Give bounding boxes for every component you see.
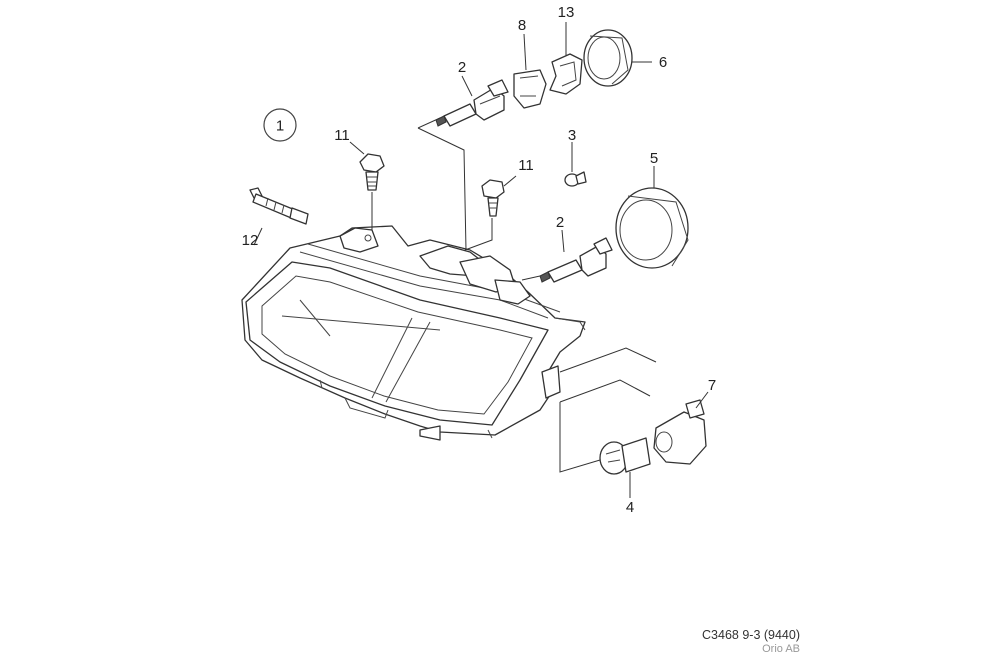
drawing-code: C3468 9-3 (9440) <box>702 628 800 642</box>
part-1-reference: 1 <box>263 108 297 142</box>
part-11-screw-left: 11 <box>334 127 385 230</box>
callout-13: 13 <box>558 4 575 21</box>
drawing-caption: C3468 9-3 (9440) Orio AB <box>640 628 800 655</box>
callout-8: 8 <box>518 17 526 34</box>
part-5-cover: 5 <box>615 150 689 269</box>
part-13-retainer: 13 <box>549 4 583 95</box>
callout-5: 5 <box>650 150 658 167</box>
part-6-cover: 6 <box>583 29 667 87</box>
callout-11-right: 11 <box>518 157 534 174</box>
callout-7: 7 <box>708 377 716 394</box>
part-7-socket: 7 <box>653 377 716 465</box>
part-4-bulb: 4 <box>599 437 651 516</box>
callout-2-top: 2 <box>458 59 466 76</box>
guide-lines-lower <box>559 347 657 473</box>
callout-1: 1 <box>276 118 284 135</box>
headlamp-housing <box>241 225 586 441</box>
part-2-bulb-top: 2 <box>417 59 509 251</box>
part-3-wedge-bulb: 3 <box>564 127 587 187</box>
callout-6: 6 <box>659 54 667 71</box>
part-1-circle <box>263 108 297 142</box>
part-8-clip: 8 <box>513 17 547 109</box>
callout-11-left: 11 <box>334 127 350 144</box>
part-12-bolt: 12 <box>242 187 309 249</box>
callout-3: 3 <box>568 127 576 144</box>
part-2-bulb-lower: 2 <box>521 214 613 283</box>
company-name: Orio AB <box>762 643 800 655</box>
callout-4: 4 <box>626 499 634 516</box>
part-11-screw-right: 11 <box>464 157 534 251</box>
callout-12: 12 <box>242 232 259 249</box>
callout-2-lower: 2 <box>556 214 564 231</box>
